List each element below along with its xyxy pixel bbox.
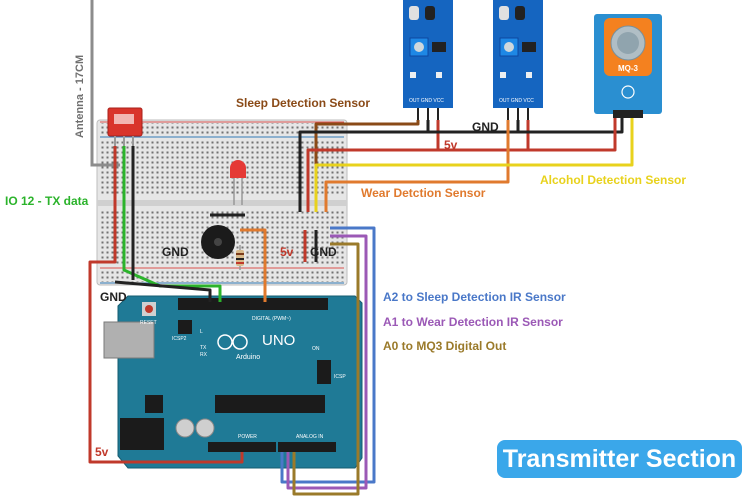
wear-ir-sensor: OUT GND VCC bbox=[493, 0, 543, 120]
a1-wire bbox=[286, 234, 368, 490]
arduino-brand-text: Arduino bbox=[236, 354, 260, 361]
resistor bbox=[236, 245, 244, 270]
a2-label: A2 to Sleep Detection IR Sensor bbox=[383, 290, 566, 304]
power-label: POWER bbox=[238, 434, 257, 440]
led-signal-wire bbox=[240, 228, 267, 302]
rf-transmitter-module bbox=[107, 107, 143, 146]
arduino-logo-text: UNO bbox=[262, 332, 295, 349]
transmitter-section-badge: Transmitter Section bbox=[497, 440, 742, 478]
wear-sensor-label: Wear Detction Sensor bbox=[361, 186, 486, 200]
gnd-arduino-label: GND bbox=[100, 290, 127, 304]
mq3-sensor: MQ-3 bbox=[594, 14, 662, 118]
gnd-board-right-label: GND bbox=[310, 245, 337, 259]
analog-label: ANALOG IN bbox=[296, 434, 324, 440]
gnd-board-left-label: GND bbox=[162, 245, 189, 259]
v5-top-label: 5v bbox=[444, 138, 458, 152]
v5-bottom-label: 5v bbox=[95, 445, 109, 459]
wires bbox=[88, 118, 634, 496]
wear-out-wire bbox=[324, 120, 510, 212]
digital-label: DIGITAL (PWM~) bbox=[252, 316, 291, 322]
tx-led-label: TX bbox=[200, 345, 207, 351]
a0-label: A0 to MQ3 Digital Out bbox=[383, 339, 507, 353]
on-label: ON bbox=[312, 346, 320, 352]
tx-data-label: IO 12 - TX data bbox=[5, 194, 89, 208]
left-5v-wire bbox=[88, 146, 244, 464]
svg-text:OUT GND VCC: OUT GND VCC bbox=[409, 98, 444, 104]
mq3-label: MQ-3 bbox=[618, 64, 639, 73]
sleep-sensor-label: Sleep Detection Sensor bbox=[236, 96, 371, 110]
mq3-out-wire bbox=[314, 118, 634, 212]
rx-led-label: RX bbox=[200, 352, 208, 358]
mq3-vcc-wire bbox=[528, 118, 617, 152]
sleep-gnd-wire bbox=[298, 120, 430, 212]
alcohol-sensor-label: Alcohol Detection Sensor bbox=[540, 173, 687, 187]
l-led-label: L bbox=[200, 329, 203, 335]
arduino-gnd-wire bbox=[114, 280, 212, 302]
v5-board-label: 5v bbox=[280, 245, 294, 259]
antenna-wire bbox=[90, 0, 120, 167]
gnd-top-label: GND bbox=[472, 120, 499, 134]
sleep-ir-sensor: OUT GND VCC bbox=[403, 0, 453, 120]
led bbox=[230, 160, 246, 205]
icsp2-label: ICSP2 bbox=[172, 336, 187, 342]
icsp-label: ICSP bbox=[334, 374, 346, 380]
sleep-vcc-wire bbox=[306, 120, 440, 212]
a1-label: A1 to Wear Detection IR Sensor bbox=[383, 315, 563, 329]
reset-label: RESET bbox=[140, 320, 157, 326]
buzzer bbox=[201, 225, 235, 259]
antenna-label: Antenna - 17CM bbox=[74, 54, 86, 138]
svg-text:OUT GND VCC: OUT GND VCC bbox=[499, 98, 534, 104]
breadboard bbox=[96, 119, 348, 286]
a0-wire bbox=[292, 242, 360, 496]
mq3-gnd-wire bbox=[518, 118, 624, 134]
a2-wire bbox=[280, 226, 376, 484]
arduino-uno: UNO Arduino RESET ICSP2 ICSP DIGITAL (PW… bbox=[103, 295, 363, 469]
